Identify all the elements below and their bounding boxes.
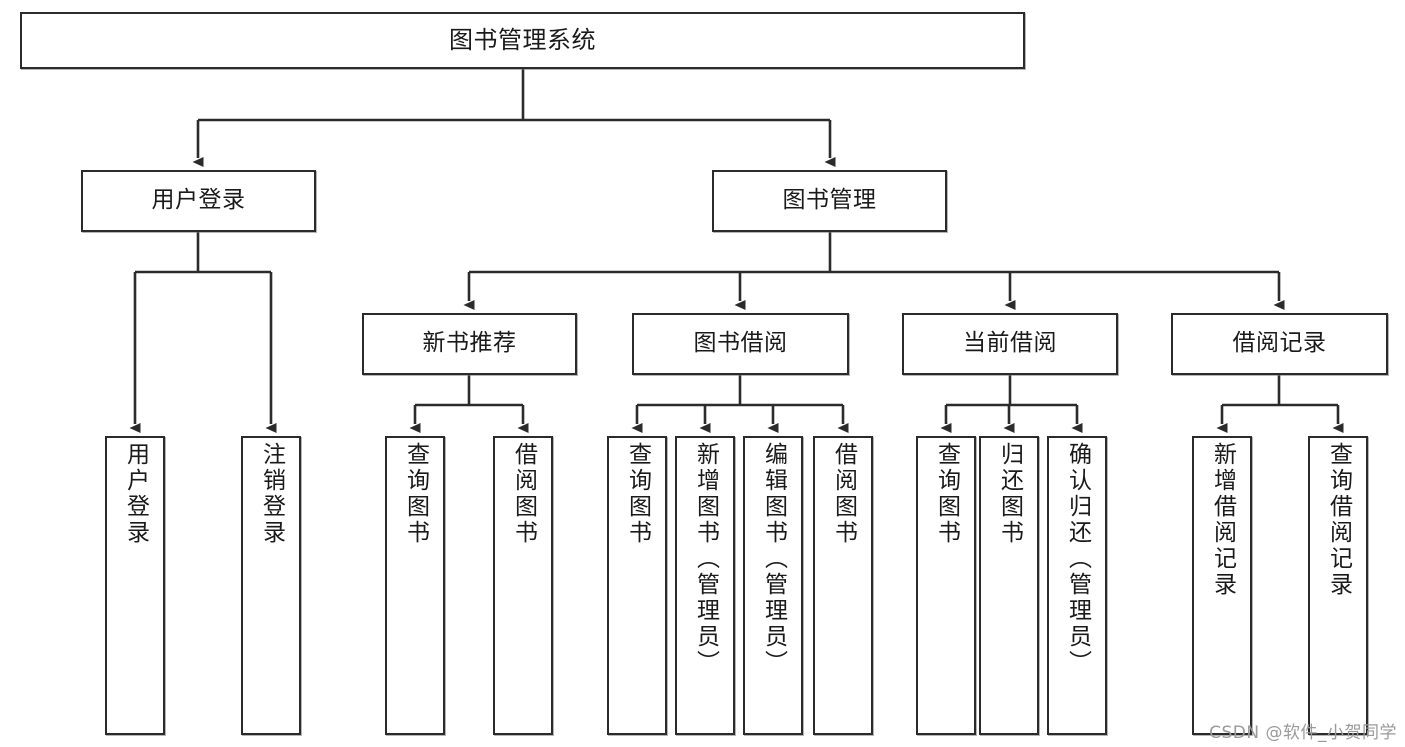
node-label: 查询图书 xyxy=(624,442,651,546)
node-root-system[interactable]: 图书管理系统 xyxy=(20,12,1025,69)
node-label: 图书管理系统 xyxy=(449,26,596,55)
node-label: 查询图书 xyxy=(933,442,960,546)
node-label: 新增图书（管理员） xyxy=(692,442,719,676)
csdn-watermark: CSDN @软件_小贺同学 xyxy=(1209,723,1397,743)
node-label: 图书借阅 xyxy=(693,330,788,357)
leaf-add-borrow-record[interactable]: 新增借阅记录 xyxy=(1192,436,1252,735)
node-book-borrow[interactable]: 图书借阅 xyxy=(632,313,849,375)
node-current-borrow[interactable]: 当前借阅 xyxy=(902,313,1118,375)
node-user-login[interactable]: 用户登录 xyxy=(81,170,316,232)
node-label: 查询借阅记录 xyxy=(1325,442,1352,598)
leaf-user-login[interactable]: 用户登录 xyxy=(105,436,165,735)
node-label: 借阅图书 xyxy=(830,442,857,546)
leaf-return-book[interactable]: 归还图书 xyxy=(979,436,1039,735)
node-label: 图书管理 xyxy=(782,187,877,214)
leaf-query-book-recommend[interactable]: 查询图书 xyxy=(385,436,445,735)
node-label: 确认归还（管理员） xyxy=(1064,442,1091,676)
node-borrow-record[interactable]: 借阅记录 xyxy=(1171,313,1388,375)
node-label: 用户登录 xyxy=(122,442,149,546)
node-label: 借阅记录 xyxy=(1232,330,1327,357)
node-label: 查询图书 xyxy=(402,442,429,546)
node-label: 归还图书 xyxy=(996,442,1023,546)
node-label: 借阅图书 xyxy=(510,442,537,546)
leaf-query-book-borrow[interactable]: 查询图书 xyxy=(607,436,667,735)
leaf-query-borrow-record[interactable]: 查询借阅记录 xyxy=(1308,436,1368,735)
node-book-manage[interactable]: 图书管理 xyxy=(712,170,947,232)
leaf-borrow-book-recommend[interactable]: 借阅图书 xyxy=(493,436,553,735)
leaf-add-book[interactable]: 新增图书（管理员） xyxy=(675,436,735,735)
leaf-borrow-book[interactable]: 借阅图书 xyxy=(813,436,873,735)
node-label: 当前借阅 xyxy=(963,330,1057,357)
leaf-confirm-return[interactable]: 确认归还（管理员） xyxy=(1047,436,1107,735)
leaf-edit-book[interactable]: 编辑图书（管理员） xyxy=(743,436,803,735)
node-label: 编辑图书（管理员） xyxy=(760,442,787,676)
leaf-logout-login[interactable]: 注销登录 xyxy=(241,436,301,735)
node-label: 注销登录 xyxy=(258,442,285,546)
node-label: 用户登录 xyxy=(151,187,246,214)
node-label: 新增借阅记录 xyxy=(1209,442,1236,598)
node-label: 新书推荐 xyxy=(422,330,517,357)
leaf-query-book-current[interactable]: 查询图书 xyxy=(916,436,976,735)
node-new-book-recommend[interactable]: 新书推荐 xyxy=(362,313,577,375)
